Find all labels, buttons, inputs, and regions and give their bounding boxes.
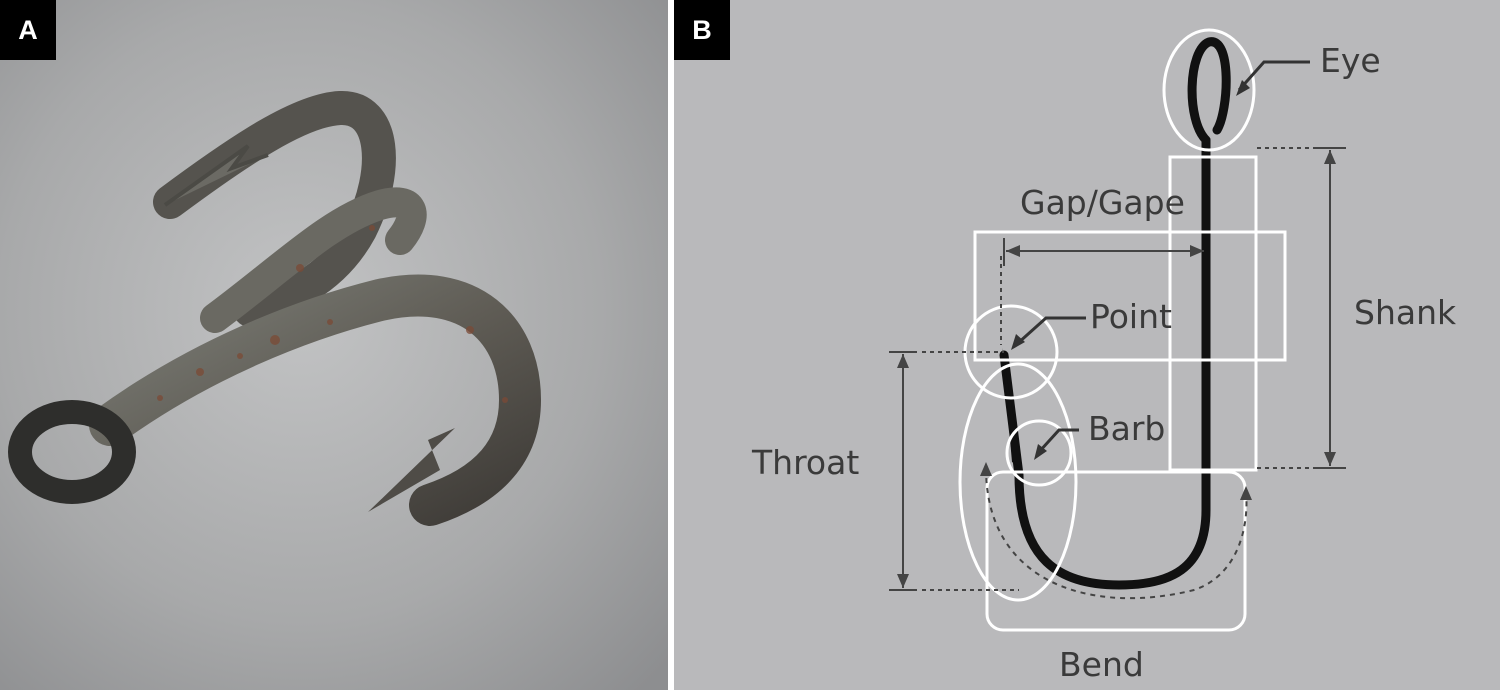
- panel-a-label: A: [0, 0, 56, 60]
- bend-dashed-arc: [985, 467, 1248, 600]
- eye-pointer: [1237, 60, 1310, 91]
- throat-outline: [958, 362, 1078, 602]
- hook-point: [1002, 348, 1022, 468]
- shank-outline: [1168, 155, 1258, 472]
- gap-outline: [973, 230, 1287, 362]
- diagram-panel: Eye Gap/Gape Shank Point Barb Throat Ben…: [674, 0, 1500, 690]
- point-label: Point: [1090, 297, 1172, 336]
- panel-b-label: B: [674, 0, 730, 60]
- bend-label: Bend: [1059, 645, 1144, 684]
- point-pointer: [1015, 316, 1086, 346]
- barb-outline: [1005, 419, 1073, 487]
- eye-outline: [1162, 28, 1256, 152]
- bend-outline: [985, 470, 1247, 632]
- double-hook-photo: [0, 0, 668, 690]
- hook-body: [999, 135, 1211, 590]
- shank-label: Shank: [1354, 293, 1457, 332]
- hook-anatomy-diagram: [889, 28, 1346, 632]
- barb-pointer: [1037, 428, 1079, 454]
- hook-eye-loop: [1187, 37, 1231, 145]
- gap-gape-label: Gap/Gape: [1020, 183, 1185, 222]
- throat-label: Throat: [752, 443, 860, 482]
- barb-label: Barb: [1088, 409, 1166, 448]
- eye-label: Eye: [1320, 41, 1381, 80]
- photo-panel: A: [0, 0, 668, 690]
